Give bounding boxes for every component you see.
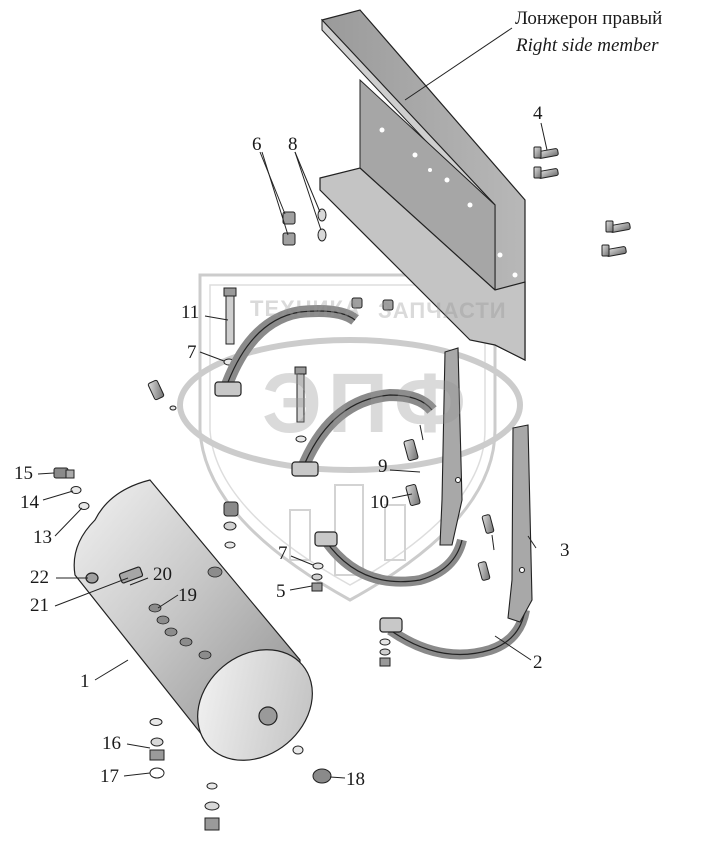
callout-17: 17: [100, 766, 119, 787]
air-tank-1: [73, 479, 313, 761]
callout-18: 18: [346, 769, 365, 790]
callout-15: 15: [14, 463, 33, 484]
callout-7-lower: 7: [278, 543, 288, 564]
callout-6: 6: [252, 134, 262, 155]
clamp-hardware: [223, 501, 391, 667]
callout-21: 21: [30, 595, 49, 616]
callout-20: 20: [153, 564, 172, 585]
callout-2: 2: [533, 652, 543, 673]
watermark-shield: [177, 273, 523, 602]
callout-22: 22: [30, 567, 49, 588]
callout-10: 10: [370, 492, 389, 513]
leader-lines: [37, 27, 548, 779]
fittings-13-17: [53, 467, 332, 831]
callout-13: 13: [33, 527, 52, 548]
callout-1: 1: [80, 671, 90, 692]
callout-16: 16: [102, 733, 121, 754]
bolts-9-10: [403, 424, 495, 581]
callout-11: 11: [181, 302, 200, 323]
callout-3: 3: [560, 540, 570, 561]
watermark-word-right: ЗАПЧАСТИ: [378, 298, 507, 323]
nuts-6-washers-8: [282, 208, 394, 311]
callout-9: 9: [378, 456, 388, 477]
callout-19: 19: [178, 585, 197, 606]
brackets-3: [439, 347, 533, 623]
callout-14: 14: [20, 492, 39, 513]
callout-5: 5: [276, 581, 286, 602]
side-member-label-en: Right side member: [516, 35, 659, 56]
watermark-logo: ЭПФ: [262, 356, 472, 450]
callout-8: 8: [288, 134, 298, 155]
callout-7-upper: 7: [187, 342, 197, 363]
strap-clamps: [214, 305, 530, 660]
right-side-member: [319, 9, 526, 361]
side-member-label-ru: Лонжерон правый: [515, 8, 663, 29]
callout-4: 4: [533, 103, 543, 124]
bolt-set-4: [533, 146, 631, 257]
watermark-word-left: ТЕХНИКА: [250, 296, 361, 321]
